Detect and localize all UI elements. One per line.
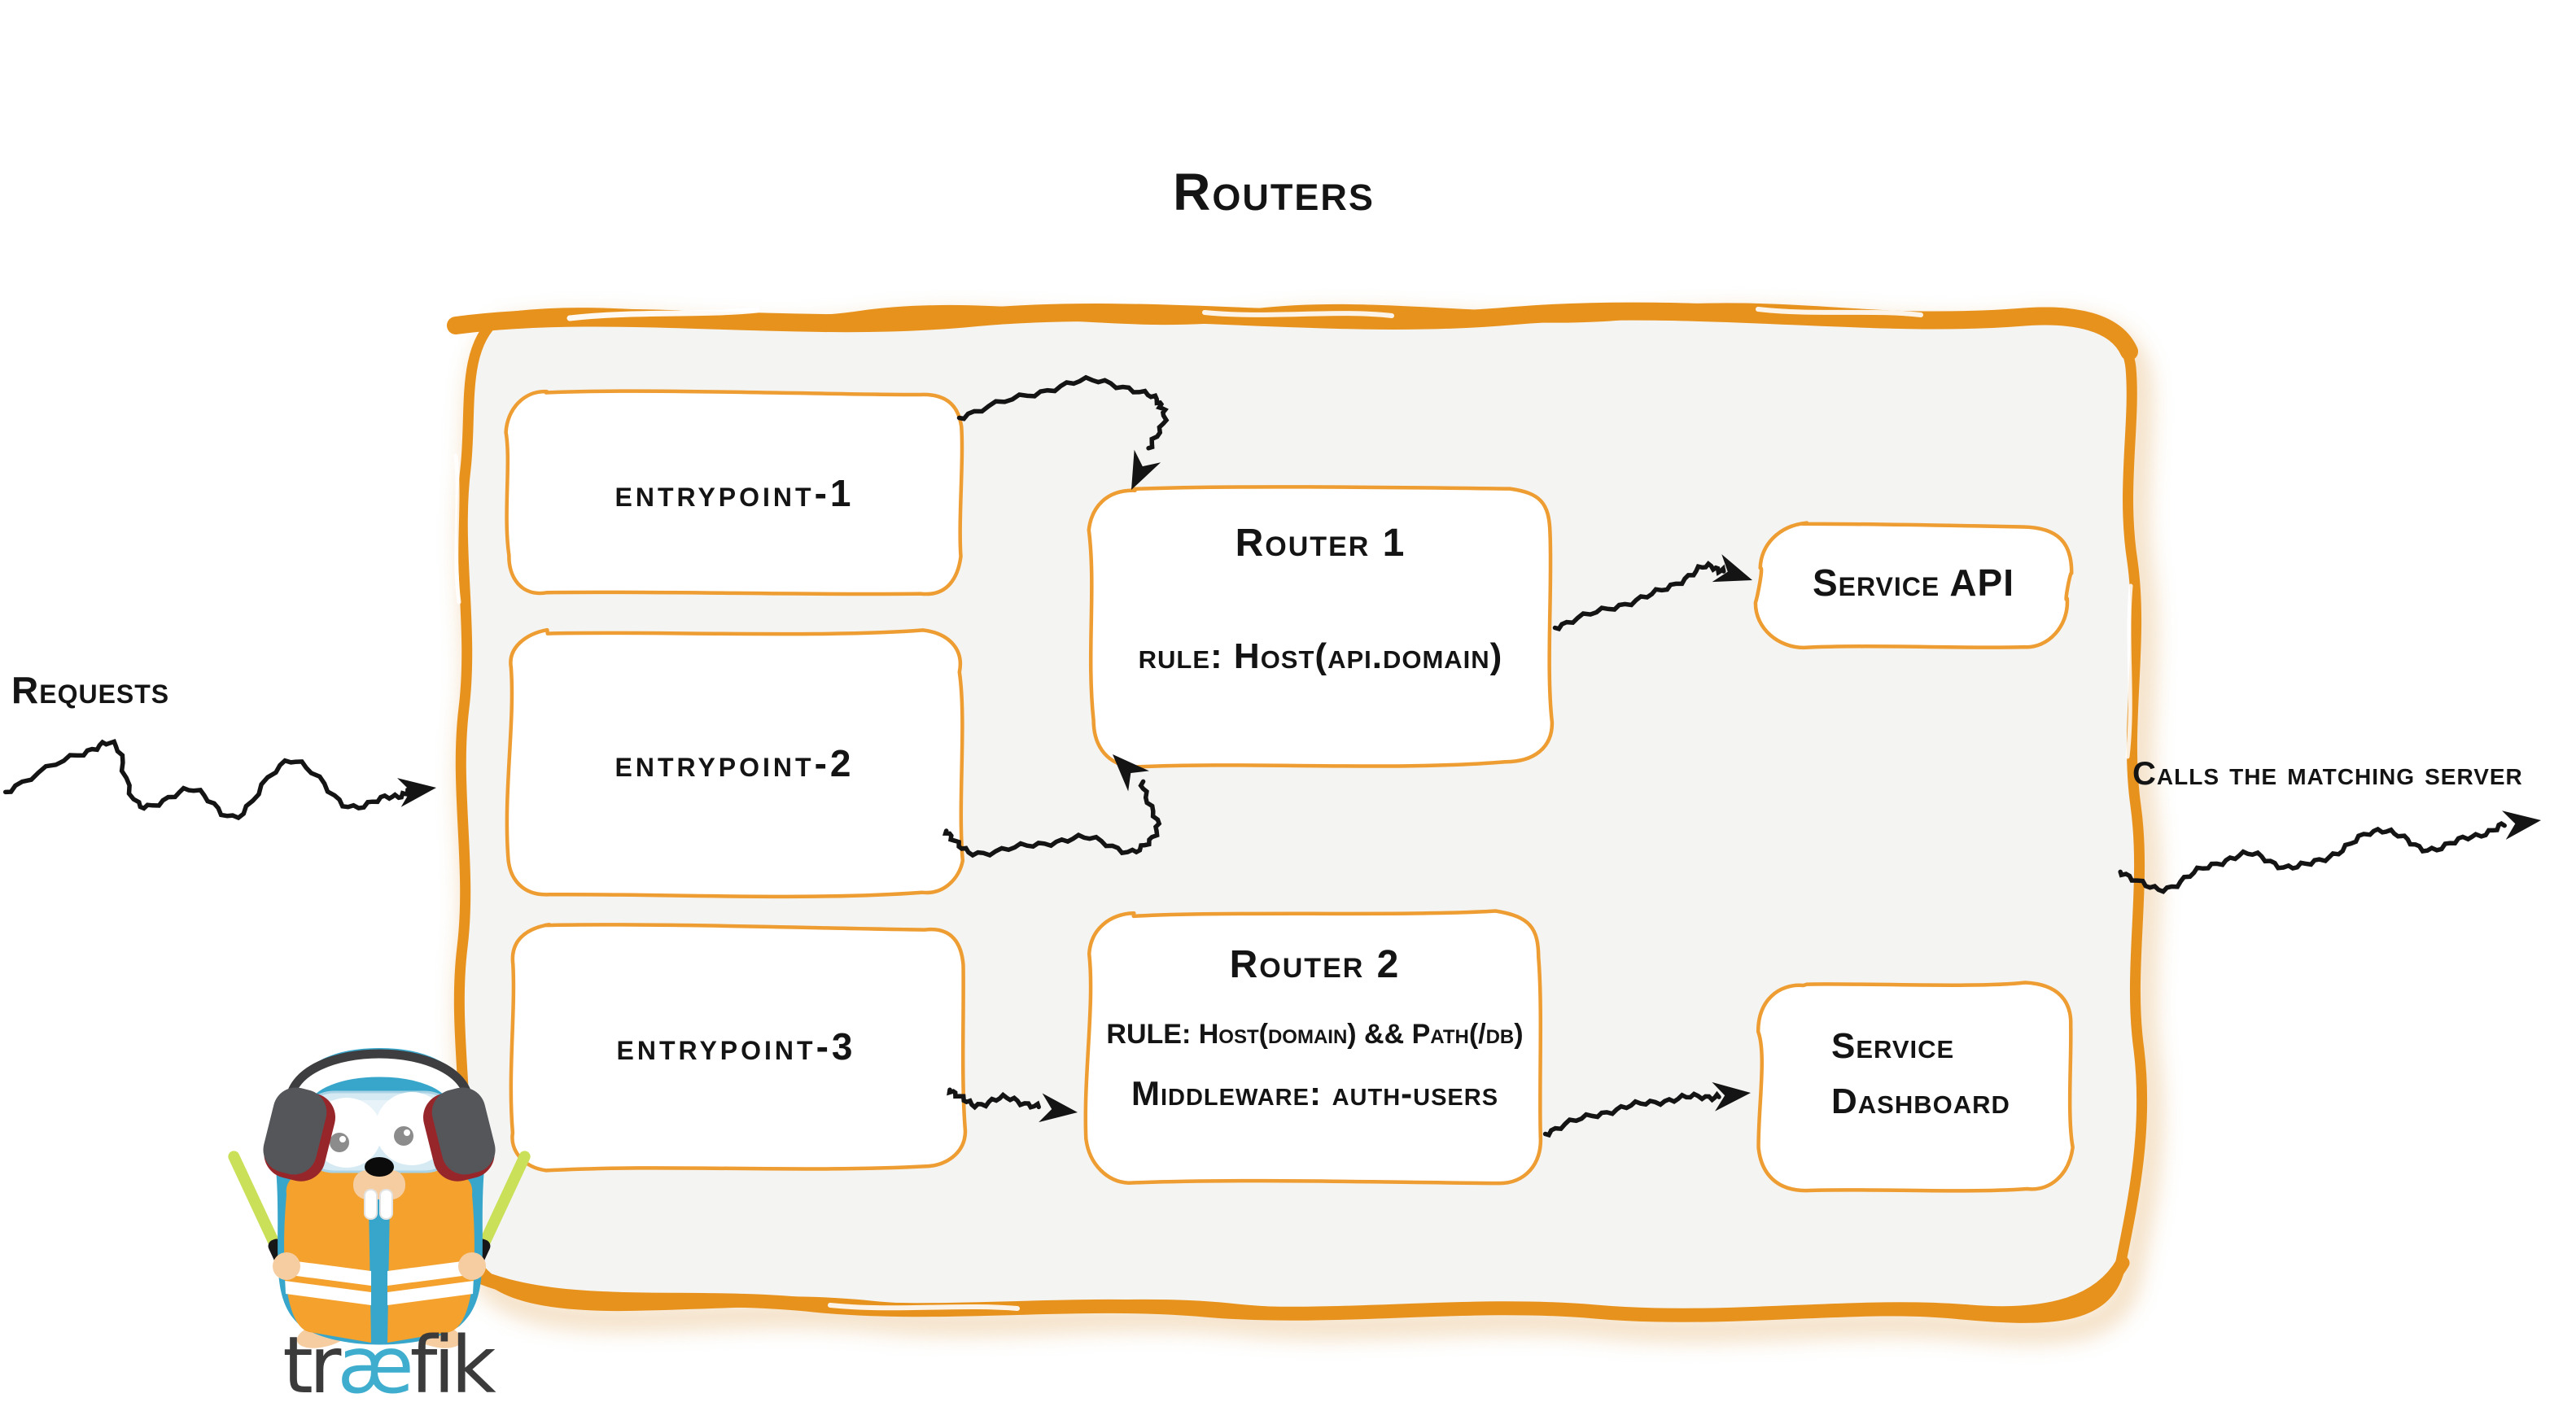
gopher-hand-left [273,1252,300,1280]
arrowhead-icon [1712,1081,1751,1112]
arrowhead-icon [1712,554,1752,583]
vest-stripe-right-orange [387,1274,475,1292]
page-title: Routers [1173,163,1375,221]
arrowhead-icon [1131,449,1161,490]
wordmark-ligature: æ [337,1320,413,1411]
entrypoint-3-box [509,922,968,1173]
service-api-box [1753,521,2074,650]
wordmark-end: fik [409,1320,496,1411]
router-1-rule: rule: Host(api.domain) [1138,636,1503,676]
gopher-pupil-left [330,1133,349,1152]
traefik-gopher-logo [228,1048,531,1348]
entrypoint-3-label: entrypoint-3 [616,1025,856,1068]
router-1-box [1087,485,1555,769]
headphone-band-icon [285,1049,474,1105]
traefik-wordmark: træfik [241,1320,534,1411]
arrow-router2-servicedashboard [1542,1081,1751,1138]
node-boxes [504,389,2075,1193]
arrow-requests-in [2,738,436,821]
headphone-band-white [286,1052,473,1105]
arrow-entrypoint2-router1 [942,754,1162,858]
service-api-label: Service API [1813,561,2014,604]
headphone-cup-right-icon [423,1087,496,1182]
gopher-tooth-right [379,1189,393,1220]
panel-border-highlight [828,1303,1020,1311]
gopher-hand-right [458,1252,486,1280]
arrows [2,374,2541,1138]
gopher-nose [365,1157,394,1177]
entrypoint-1-label: entrypoint-1 [614,472,855,514]
gopher-pupil-right [394,1126,413,1146]
arrowhead-icon [1039,1093,1078,1123]
router-2-rule: RULE: Host(domain) && Path(/db) [1106,1019,1524,1050]
pupil-glint-right [404,1129,410,1136]
panel-border-highlight [453,453,461,605]
arrow-calls-out-line [2118,821,2507,894]
panel-border-highlight [2125,583,2133,759]
arrow-router1-serviceapi [1552,554,1752,631]
panel-border-highlight [1202,310,1394,318]
pupil-glint-left [339,1136,346,1142]
arrow-entrypoint3-router2-line [947,1087,1041,1111]
entrypoint-1-box [504,389,964,596]
headphone-cup-left-icon [263,1087,335,1182]
arrow-entrypoint2-router1-line [942,779,1162,858]
arrow-entrypoint1-router1 [956,374,1170,490]
arrow-entrypoint3-router2 [947,1087,1078,1123]
wordmark-start: tr [282,1320,341,1411]
calls-matching-server-label: Calls the matching server [2132,756,2523,792]
arrow-requests-in-line [2,738,413,821]
arrowhead-icon [1113,754,1149,792]
service-dashboard-label: Service Dashboard [1831,1026,2010,1122]
panel-border-highlight [566,307,760,321]
panel-border-bottom-accent [475,1256,2130,1322]
vest-stripe-left-orange [284,1274,371,1292]
arrowhead-icon [397,778,436,807]
arrowhead-icon [2502,810,2541,840]
entrypoint-2-box [505,627,965,899]
arrow-router1-serviceapi-line [1552,561,1726,631]
requests-label: Requests [11,669,170,711]
entrypoint-2-label: entrypoint-2 [614,742,855,784]
arrow-calls-out [2118,810,2541,894]
router-2-box [1083,909,1543,1186]
service-dashboard-box [1756,981,2075,1193]
panel-border-top-accent [447,302,2138,360]
arrow-router2-servicedashboard-line [1542,1090,1721,1138]
router-2-name: Router 2 [1229,943,1401,986]
gopher-tooth-left [364,1189,378,1220]
panel-border-highlight [1756,307,1923,317]
router-1-name: Router 1 [1235,522,1406,565]
arrow-entrypoint1-router1-line [956,374,1170,451]
router-2-middleware: Middleware: auth-users [1131,1074,1499,1112]
